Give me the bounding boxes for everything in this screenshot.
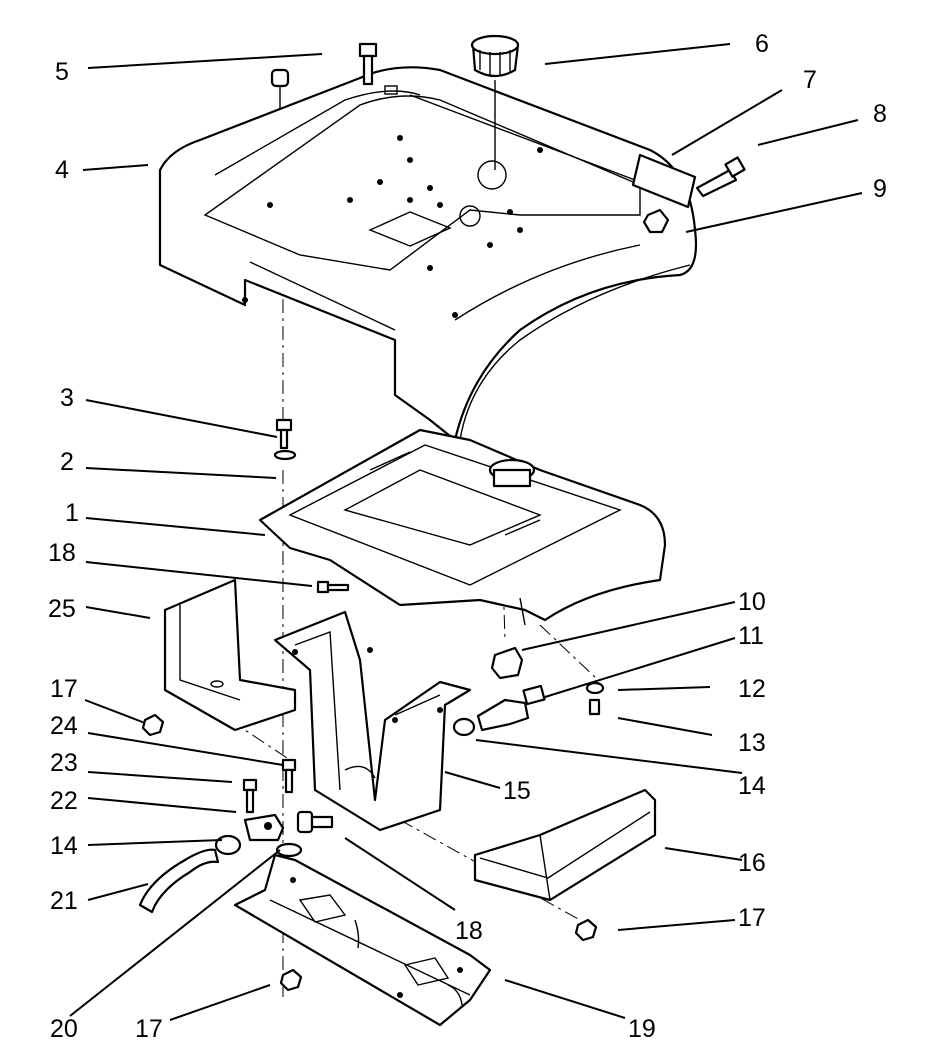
tank-fitting <box>490 646 524 680</box>
callout-19: 19 <box>628 1015 656 1043</box>
hose-clamp-block <box>243 813 285 842</box>
callout-18-lower: 18 <box>455 917 483 945</box>
callout-2: 2 <box>60 448 74 476</box>
tee-fitting <box>452 684 546 737</box>
callout-18-upper: 18 <box>48 539 76 567</box>
callout-23: 23 <box>50 749 78 777</box>
cover-plate-and-bolt <box>631 153 746 209</box>
washer-and-screw <box>585 681 605 716</box>
callout-14-lower: 14 <box>50 832 78 860</box>
hood-nut <box>642 208 670 234</box>
callout-1: 1 <box>65 499 79 527</box>
washer <box>275 842 303 858</box>
hood-bolt <box>270 42 378 110</box>
nut-left <box>141 713 165 737</box>
callout-12: 12 <box>738 675 766 703</box>
callout-17-right: 17 <box>738 904 766 932</box>
leader-lines <box>69 43 863 1021</box>
right-bracket <box>473 788 657 902</box>
bracket-bolt-lower <box>296 810 334 834</box>
callout-10: 10 <box>738 588 766 616</box>
callout-labels: 5 6 7 8 4 9 3 2 1 18 25 10 11 17 12 24 1… <box>48 30 887 1043</box>
fuel-hose <box>138 848 220 914</box>
callout-14-upper: 14 <box>738 772 766 800</box>
callout-22: 22 <box>50 787 78 815</box>
fuel-cap <box>470 34 520 170</box>
callout-20: 20 <box>50 1015 78 1043</box>
tank-bolt-and-washer <box>273 418 297 461</box>
callout-25: 25 <box>48 595 76 623</box>
left-bracket <box>163 578 297 732</box>
center-bracket <box>273 610 472 832</box>
mount-bolts <box>242 758 297 814</box>
hood-cover <box>158 66 698 442</box>
callout-21: 21 <box>50 887 78 915</box>
callout-15: 15 <box>503 777 531 805</box>
callout-17-left: 17 <box>50 675 78 703</box>
callout-7: 7 <box>803 66 817 94</box>
callout-17-bottom: 17 <box>135 1015 163 1043</box>
base-plate <box>233 853 492 1027</box>
callout-6: 6 <box>755 30 769 58</box>
callout-13: 13 <box>738 729 766 757</box>
callout-11: 11 <box>738 622 764 650</box>
callout-9: 9 <box>873 175 887 203</box>
hose-clamp-lower <box>214 834 242 856</box>
callout-24: 24 <box>50 712 78 740</box>
callout-3: 3 <box>60 384 74 412</box>
nut-right <box>574 918 598 942</box>
nut-bottom <box>279 968 303 992</box>
callout-5: 5 <box>55 58 69 86</box>
callout-4: 4 <box>55 156 69 184</box>
fuel-tank <box>258 428 667 626</box>
callout-16: 16 <box>738 849 766 877</box>
callout-8: 8 <box>873 100 887 128</box>
bracket-bolt-upper <box>316 580 350 594</box>
